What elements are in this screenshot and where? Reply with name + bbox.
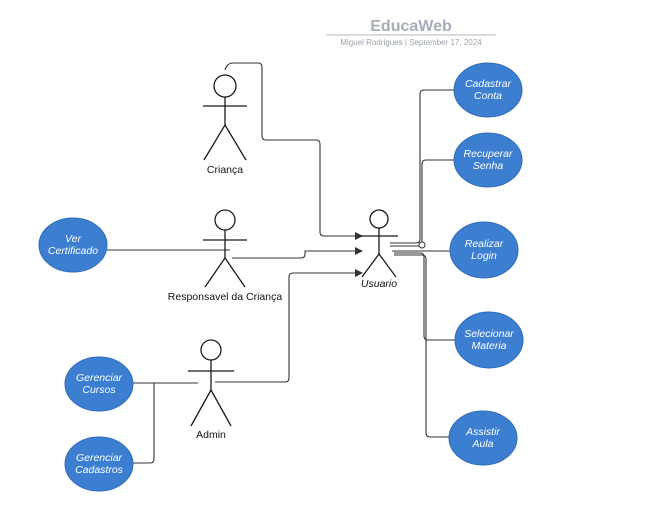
usuario-to-cadastrar-line [390, 89, 455, 244]
use-case-label-line-1: Recuperar [463, 148, 513, 160]
stick-figure-icon [203, 74, 247, 161]
use-case-label-line-2: Materia [471, 340, 506, 352]
use-case-label-line-2: Aula [471, 438, 493, 450]
actor-label-usuario: Usuario [361, 278, 397, 290]
use-case-gerenciar-cadastros[interactable]: Gerenciar Cadastros [64, 436, 134, 492]
use-case-label-line-1: Ver [65, 233, 81, 245]
actor-label-crianca: Criança [207, 164, 243, 176]
use-case-label-line-1: Realizar [465, 238, 504, 250]
usuario-to-assistir-line [394, 254, 455, 438]
actor-responsavel[interactable]: Responsavel da Criança [168, 209, 283, 303]
use-case-label-line-1: Selecionar [464, 328, 514, 340]
line-hop [418, 241, 426, 249]
gerenciar-cadastros-line [133, 383, 155, 464]
use-case-label-line-1: Assistir [465, 426, 500, 438]
use-case-assistir-aula[interactable]: Assistir Aula [448, 410, 518, 466]
use-case-label-line-2: Login [471, 250, 497, 262]
use-case-realizar-login[interactable]: Realizar Login [449, 221, 519, 279]
crianca-to-usuario-line [224, 62, 363, 240]
diagram-title: EducaWeb [370, 18, 452, 35]
actor-usuario[interactable]: Usuario [360, 209, 398, 290]
use-case-recuperar-senha[interactable]: Recuperar Senha [453, 132, 523, 188]
usuario-to-recuperar-line [390, 159, 455, 247]
responsavel-to-usuario-line [232, 247, 363, 259]
use-case-label-line-2: Cadastros [75, 464, 124, 476]
use-case-label-line-2: Conta [474, 90, 502, 102]
stick-figure-icon [360, 209, 398, 278]
use-case-selecionar-materia[interactable]: Selecionar Materia [454, 311, 524, 369]
use-case-label-line-2: Cursos [82, 384, 116, 396]
admin-to-usuario-line [215, 269, 363, 383]
use-case-gerenciar-cursos[interactable]: Gerenciar Cursos [64, 356, 134, 412]
actor-admin[interactable]: Admin [188, 339, 234, 441]
use-case-label-line-1: Cadastrar [465, 78, 512, 90]
actor-label-responsavel: Responsavel da Criança [168, 291, 283, 303]
use-case-ver-certificado[interactable]: Ver Certificado [38, 217, 108, 273]
actor-crianca[interactable]: Criança [203, 74, 247, 176]
use-case-label-line-1: Gerenciar [76, 372, 123, 384]
actor-label-admin: Admin [196, 429, 226, 441]
usuario-to-selecionar-line [394, 252, 455, 341]
stick-figure-icon [203, 209, 247, 288]
diagram-subtitle: Miguel Rodrigues | September 17, 2024 [340, 38, 482, 47]
connectors [107, 62, 455, 464]
use-case-label-line-1: Gerenciar [76, 452, 123, 464]
use-case-label-line-2: Certificado [48, 245, 98, 257]
use-case-cadastrar-conta[interactable]: Cadastrar Conta [453, 62, 523, 118]
stick-figure-icon [188, 339, 234, 427]
use-case-label-line-2: Senha [473, 160, 504, 172]
